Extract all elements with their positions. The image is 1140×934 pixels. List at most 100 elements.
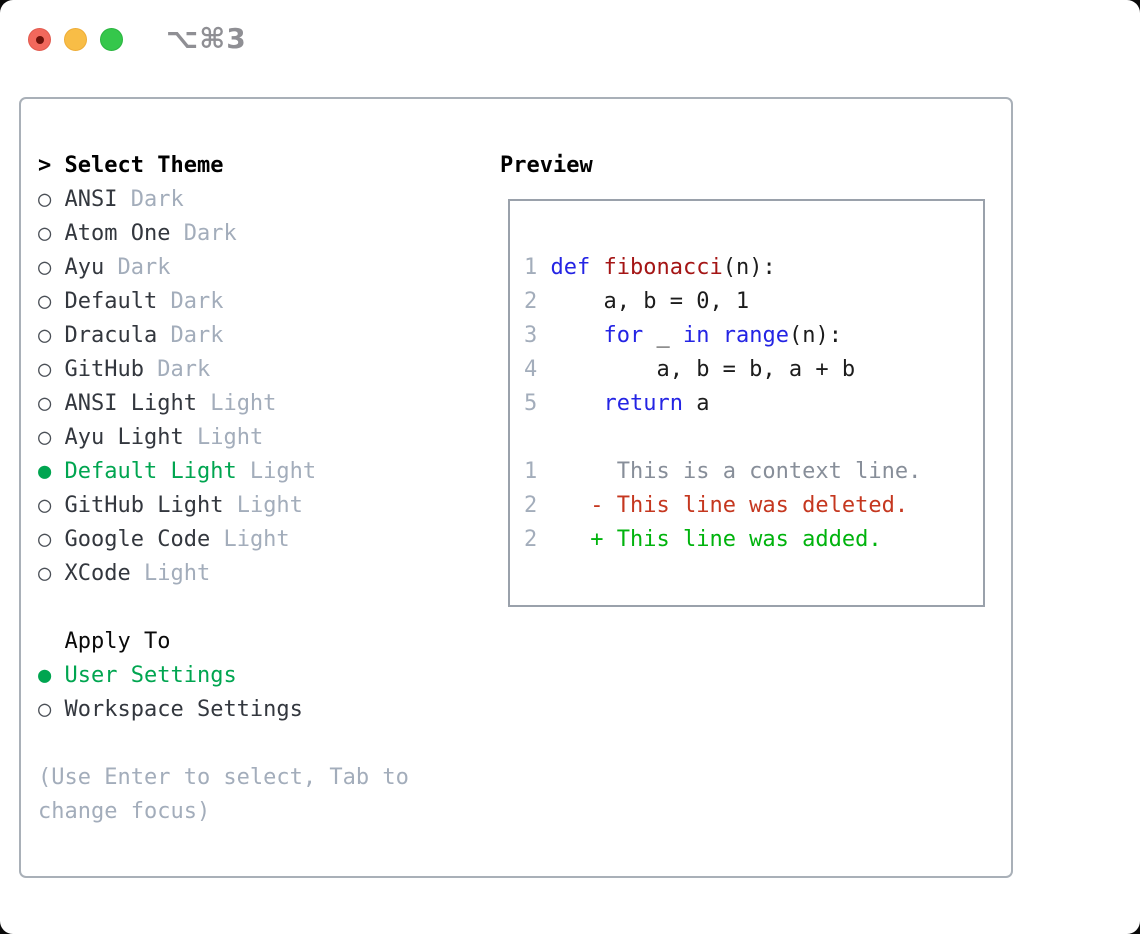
theme-name: Default (64, 289, 158, 314)
code-segment-plain (709, 323, 722, 348)
code-segment-function: fibonacci (603, 255, 723, 280)
theme-option-ayu-light[interactable]: ○ Ayu Light Light (38, 421, 409, 455)
radio-unselected-icon: ○ (38, 221, 65, 246)
theme-name: ANSI (64, 187, 118, 212)
radio-unselected-icon: ○ (38, 289, 65, 314)
hint-text-line-1: (Use Enter to select, Tab to (38, 765, 409, 790)
theme-option-xcode[interactable]: ○ XCode Light (38, 557, 409, 591)
window-title: ⌥⌘3 (166, 22, 247, 55)
theme-list-title: Select Theme (64, 153, 224, 178)
radio-unselected-icon: ○ (38, 255, 65, 280)
spacer (537, 459, 590, 484)
theme-name: Ayu (64, 255, 105, 280)
spacer (537, 255, 550, 280)
theme-option-default[interactable]: ○ Default Dark (38, 285, 409, 319)
radio-selected-icon: ● (38, 459, 65, 484)
theme-variant-label: Dark (170, 221, 237, 246)
line-number: 4 (524, 357, 538, 382)
code-segment-keyword: for (603, 323, 644, 348)
code-segment-keyword: def (550, 255, 591, 280)
theme-name: XCode (64, 561, 131, 586)
radio-unselected-icon: ○ (38, 357, 65, 382)
theme-variant-label: Light (236, 459, 317, 484)
theme-option-google-code[interactable]: ○ Google Code Light (38, 523, 409, 557)
radio-unselected-icon: ○ (38, 493, 65, 518)
code-segment-plain: a, b = b, a + b (550, 357, 856, 382)
spacer (537, 289, 550, 314)
theme-option-ansi-light[interactable]: ○ ANSI Light Light (38, 387, 409, 421)
diff-text: This line was added. (603, 527, 882, 552)
line-number: 2 (524, 493, 538, 518)
code-segment-plain: (n): (788, 323, 842, 348)
theme-variant-label: Dark (143, 357, 211, 382)
theme-picker: > Select Theme ○ ANSI Dark○ Atom One Dar… (38, 149, 409, 829)
theme-variant-label: Dark (117, 187, 184, 212)
theme-option-github-light[interactable]: ○ GitHub Light Light (38, 489, 409, 523)
diff-line-deleted: 2 - This line was deleted. (524, 489, 921, 523)
line-number: 2 (524, 289, 538, 314)
apply-option-user-settings[interactable]: ● User Settings (38, 659, 409, 693)
radio-unselected-icon: ○ (38, 187, 65, 212)
code-segment-plain: (n): (722, 255, 776, 280)
close-button[interactable] (28, 28, 51, 51)
spacer (537, 527, 590, 552)
spacer (38, 629, 65, 654)
apply-to-title: Apply To (64, 629, 171, 654)
theme-name: Dracula (64, 323, 158, 348)
diff-line-context: 1 This is a context line. (524, 455, 921, 489)
line-number: 1 (524, 255, 538, 280)
theme-option-ayu[interactable]: ○ Ayu Dark (38, 251, 409, 285)
plus-icon: + (590, 527, 604, 552)
line-number: 5 (524, 391, 538, 416)
apply-option-workspace-settings[interactable]: ○ Workspace Settings (38, 693, 409, 727)
line-number: 3 (524, 323, 538, 348)
line-number: 1 (524, 459, 538, 484)
theme-variant-label: Light (223, 493, 303, 518)
code-line: 2 a, b = 0, 1 (524, 285, 921, 319)
minimize-button[interactable] (64, 28, 87, 51)
code-line: 3 for _ in range(n): (524, 319, 921, 353)
zoom-button[interactable] (100, 28, 123, 51)
radio-unselected-icon: ○ (38, 561, 65, 586)
radio-unselected-icon: ○ (38, 391, 65, 416)
code-segment-plain (551, 323, 604, 348)
radio-unselected-icon: ○ (38, 425, 65, 450)
spacer (537, 493, 590, 518)
spacer (537, 357, 550, 382)
apply-option-label: User Settings (64, 663, 237, 688)
theme-name: Default Light (64, 459, 237, 484)
hint-text-line-2: change focus) (38, 799, 211, 824)
apply-option-label: Workspace Settings (64, 697, 303, 722)
code-segment-plain: a (682, 391, 710, 416)
diff-text: This is a context line. (603, 459, 922, 484)
diff-line-added: 2 + This line was added. (524, 523, 921, 557)
blank-row (524, 421, 921, 455)
spacer (537, 323, 550, 348)
theme-variant-label: Light (210, 527, 290, 552)
content-panel (19, 97, 1013, 878)
context-marker (590, 459, 603, 484)
code-segment-plain (551, 391, 604, 416)
theme-name: GitHub Light (64, 493, 224, 518)
preview-title: Preview (500, 153, 593, 178)
code-line: 4 a, b = b, a + b (524, 353, 921, 387)
theme-option-default-light[interactable]: ● Default Light Light (38, 455, 409, 489)
spacer (51, 153, 64, 178)
theme-name: GitHub (64, 357, 144, 382)
theme-name: Atom One (64, 221, 171, 246)
theme-name: ANSI Light (64, 391, 197, 416)
theme-option-atom-one[interactable]: ○ Atom One Dark (38, 217, 409, 251)
diff-text: This line was deleted. (603, 493, 909, 518)
theme-option-dracula[interactable]: ○ Dracula Dark (38, 319, 409, 353)
theme-option-github[interactable]: ○ GitHub Dark (38, 353, 409, 387)
line-number: 2 (524, 527, 538, 552)
theme-variant-label: Dark (157, 289, 224, 314)
blank-row (38, 591, 409, 625)
code-line: 5 return a (524, 387, 921, 421)
code-segment-keyword: range (722, 323, 789, 348)
theme-variant-label: Light (183, 425, 264, 450)
theme-option-ansi[interactable]: ○ ANSI Dark (38, 183, 409, 217)
